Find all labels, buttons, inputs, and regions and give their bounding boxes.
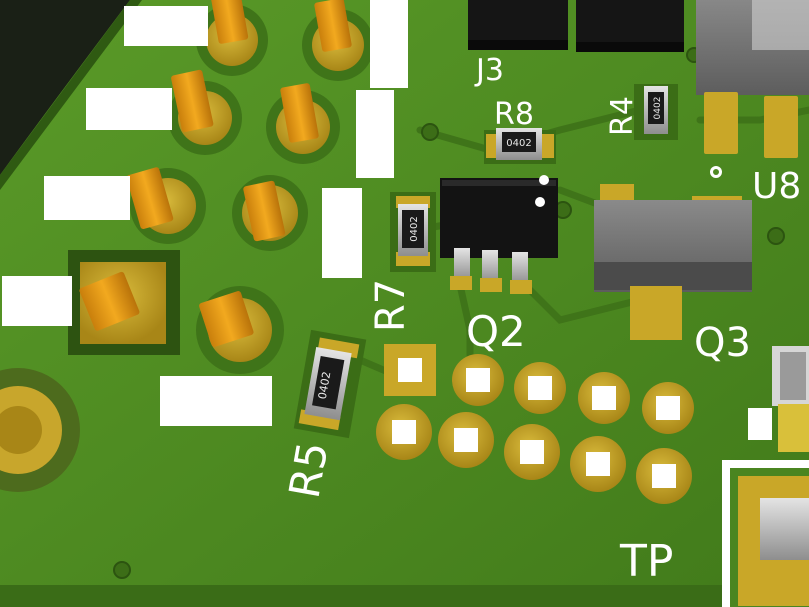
r4-marking: 0402 — [653, 97, 663, 120]
pin-p07 — [196, 0, 268, 76]
pin-p06 — [266, 83, 340, 164]
edge-components — [748, 346, 809, 452]
label-p07: P07 — [136, 7, 196, 45]
designator-r5: R5 — [280, 438, 338, 502]
label-p05: P05 — [99, 91, 159, 129]
resistor-r7: 0402 R7 — [368, 192, 436, 332]
pin-labels: P07 P05 P01 5V 3.3V P08 P06 P02 — [2, 0, 409, 426]
label-p08: P08 — [371, 13, 409, 73]
resistor-r5: 0402 R5 — [280, 329, 367, 502]
label-5v: 5V — [12, 279, 62, 323]
pin-5v — [68, 250, 180, 355]
r5-marking: 0402 — [316, 370, 334, 400]
header-pins — [68, 0, 374, 374]
designator-u8: U8 — [752, 166, 801, 207]
transistor-q3: Q3 — [594, 184, 752, 366]
designator-r4: R4 — [605, 96, 640, 136]
pin-p05 — [168, 69, 242, 155]
ic-u8: U8 — [696, 0, 809, 207]
label-3v3: 3.3V — [171, 379, 263, 425]
pin-p08 — [302, 0, 374, 81]
designator-tp: TP — [619, 536, 673, 587]
designator-j3: J3 — [474, 53, 504, 88]
mounting-hole — [0, 368, 80, 492]
label-p01: P01 — [55, 179, 119, 219]
designator-q2: Q2 — [466, 307, 526, 356]
via-holes — [113, 47, 785, 579]
r7-marking: 0402 — [409, 216, 420, 241]
header-2x5 — [376, 344, 694, 504]
designator-r8: R8 — [494, 97, 534, 132]
label-p06: P06 — [357, 104, 395, 164]
designator-r7: R7 — [368, 279, 414, 332]
resistor-r4: 0402 R4 — [605, 84, 678, 140]
label-p02: P02 — [325, 203, 363, 263]
connector-j3: J3 — [468, 0, 684, 88]
pin-3v3 — [196, 286, 284, 374]
test-point-tp: TP — [619, 460, 809, 607]
transistor-q2: Q2 — [440, 175, 558, 356]
designator-q3: Q3 — [694, 320, 751, 366]
r8-marking: 0402 — [506, 138, 531, 149]
pin-p01 — [126, 167, 206, 244]
resistor-r8: 0402 R8 — [484, 97, 556, 164]
pin-p02 — [232, 175, 308, 251]
